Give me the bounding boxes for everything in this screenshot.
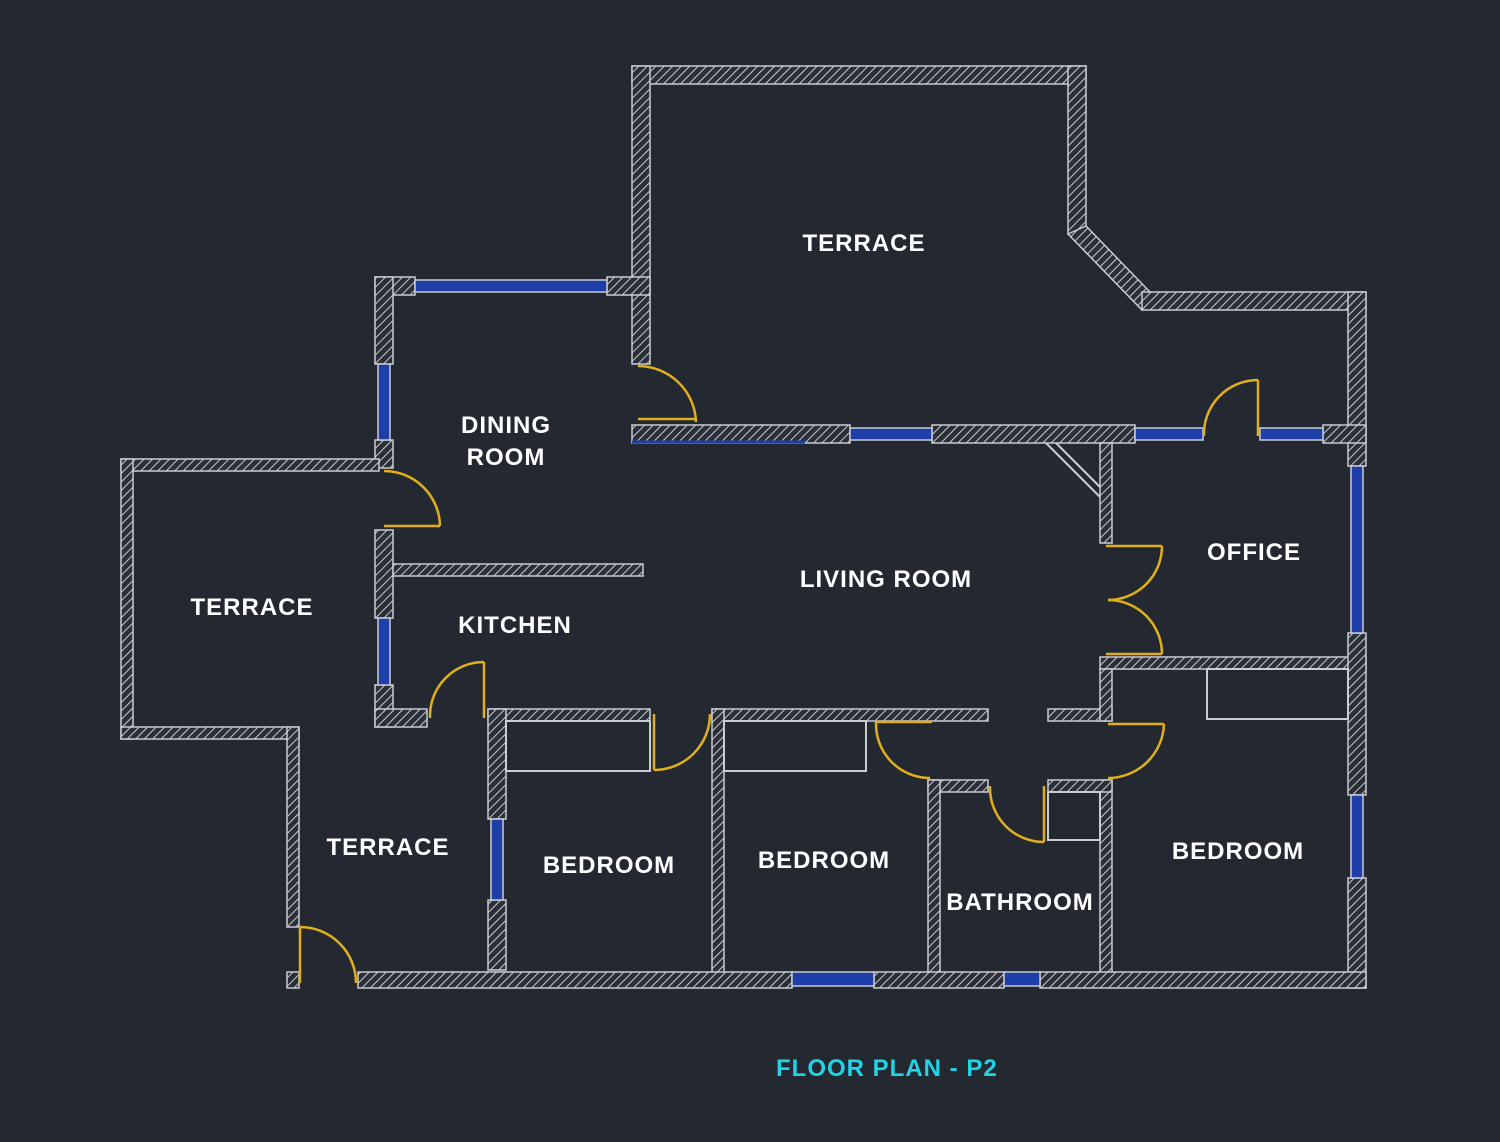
wall	[1099, 668, 1113, 722]
room-label-kitchen: KITCHEN	[458, 612, 572, 639]
room-label-living-room: LIVING ROOM	[799, 566, 973, 593]
wall	[927, 779, 941, 975]
door-swing	[1107, 598, 1164, 655]
room-label-bedroom-1: BEDROOM	[542, 852, 676, 879]
wall	[286, 971, 300, 989]
wall	[286, 726, 300, 928]
window	[377, 363, 391, 441]
wall	[1066, 225, 1151, 312]
wall	[1067, 65, 1087, 235]
wall	[392, 563, 644, 577]
door-swing	[1202, 378, 1259, 437]
window	[1259, 427, 1324, 441]
room-label-terrace-left: TERRACE	[190, 594, 314, 621]
wall	[1099, 442, 1113, 544]
door-swing	[874, 721, 931, 780]
room-label-bedroom-3: BEDROOM	[1171, 838, 1305, 865]
room-label-office: OFFICE	[1207, 539, 1301, 566]
room-label-dining: DINING ROOM	[436, 410, 576, 474]
windows	[377, 279, 1364, 987]
room-label-terrace-bottom: TERRACE	[326, 834, 450, 861]
wall	[1047, 779, 1113, 793]
door-swing	[1107, 723, 1166, 780]
room-label-dining-line1: DINING	[461, 412, 551, 439]
closet	[1047, 791, 1101, 841]
wall	[1099, 656, 1367, 670]
door-swing	[637, 364, 698, 423]
wall	[374, 708, 428, 728]
wall	[931, 424, 1136, 444]
wall	[606, 276, 651, 296]
wall	[1099, 779, 1113, 975]
window	[1350, 794, 1364, 879]
window	[1134, 427, 1204, 441]
window	[1003, 971, 1041, 987]
room-label-dining-line2: ROOM	[466, 444, 546, 471]
window	[414, 279, 608, 293]
wall	[120, 458, 380, 472]
door-swing	[428, 660, 485, 719]
wall	[120, 458, 134, 740]
wall	[120, 726, 300, 740]
wall	[374, 276, 394, 365]
room-label-terrace-top: TERRACE	[802, 230, 926, 257]
brace	[1045, 442, 1101, 498]
room-label-bathroom: BATHROOM	[946, 889, 1094, 916]
wall	[873, 971, 1005, 989]
walls	[120, 65, 1367, 989]
wall	[1322, 424, 1367, 444]
wall	[374, 529, 394, 619]
window	[1350, 465, 1364, 634]
wall	[631, 65, 651, 365]
window	[377, 617, 391, 686]
door-swing	[653, 713, 712, 772]
closet	[723, 720, 867, 772]
door-swing	[1107, 545, 1164, 602]
brace	[1055, 442, 1101, 488]
closet	[1206, 668, 1349, 720]
wall	[711, 708, 989, 722]
window	[791, 971, 875, 987]
wall	[1347, 632, 1367, 796]
door-swing	[988, 785, 1045, 844]
plan-title: FLOOR PLAN - P2	[776, 1055, 998, 1082]
room-label-bedroom-2: BEDROOM	[757, 847, 891, 874]
wall	[631, 424, 851, 444]
wall	[631, 65, 1087, 85]
wall	[357, 971, 793, 989]
doors	[298, 364, 1260, 984]
wall	[487, 899, 507, 971]
wall	[487, 708, 507, 820]
wall	[1141, 291, 1367, 311]
door-swing	[299, 925, 358, 984]
door-swing	[383, 469, 442, 527]
closets	[505, 442, 1349, 841]
wall	[711, 708, 725, 975]
closet	[505, 720, 651, 772]
wall	[1039, 971, 1367, 989]
wall	[487, 708, 651, 722]
window	[849, 427, 933, 441]
window	[490, 818, 504, 901]
